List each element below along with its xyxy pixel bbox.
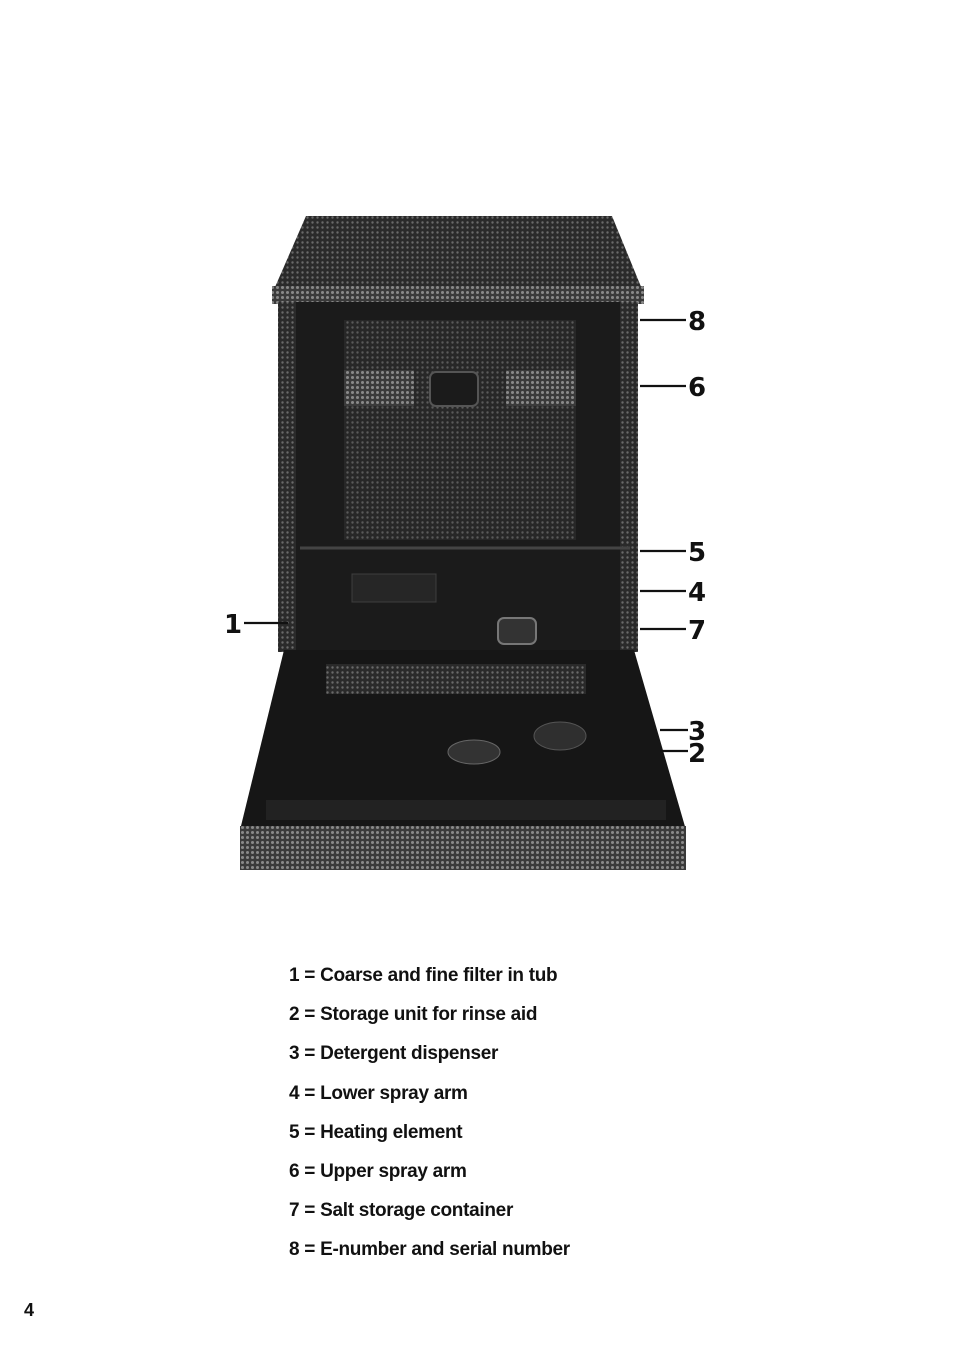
callout-4: 4 <box>688 578 706 608</box>
cabinet-left-wall <box>278 302 296 652</box>
dishwasher-worktop <box>272 216 644 294</box>
worktop-edge <box>272 286 644 304</box>
legend-number: 1 <box>289 965 300 986</box>
legend-number: 5 <box>289 1121 300 1143</box>
rinse-aid-cap <box>447 739 501 765</box>
legend-item: 2=Storage unit for rinse aid <box>289 1001 570 1040</box>
callout-1: 1 <box>224 610 242 640</box>
callout-3: 3 <box>688 717 706 747</box>
legend-separator: = <box>304 1200 316 1222</box>
lower-spray-arm <box>351 573 437 603</box>
legend-separator: = <box>304 1043 316 1065</box>
door-inner-strip <box>326 664 586 694</box>
legend-item: 3=Detergent dispenser <box>289 1040 570 1079</box>
page-number: 4 <box>24 1300 35 1320</box>
legend-item: 8=E-number and serial number <box>289 1236 570 1275</box>
legend-number: 4 <box>289 1082 300 1104</box>
legend-separator: = <box>304 1004 316 1026</box>
legend-item: 1=Coarse and fine filter in tub <box>289 962 570 1001</box>
salt-container-cap <box>497 617 537 645</box>
callout-6: 6 <box>688 373 706 403</box>
legend-label: Salt storage container <box>320 1200 514 1222</box>
legend-item: 6=Upper spray arm <box>289 1158 570 1197</box>
legend-separator: = <box>304 1082 316 1104</box>
legend-number: 3 <box>289 1043 300 1065</box>
callout-2: 2 <box>688 739 706 769</box>
detergent-dispenser <box>533 721 587 751</box>
legend-separator: = <box>304 1160 316 1182</box>
door-lower-panel <box>266 800 666 820</box>
parts-legend: 1=Coarse and fine filter in tub 2=Storag… <box>289 962 570 1276</box>
cabinet-right-wall <box>620 302 638 652</box>
dishwasher-illustration: 1 8 6 5 4 7 3 2 <box>224 216 706 870</box>
legend-label: Upper spray arm <box>320 1160 467 1182</box>
callout-leader-lines <box>244 318 688 753</box>
dishwasher-door <box>240 650 686 830</box>
legend-number: 8 <box>289 1239 300 1261</box>
legend-number: 7 <box>289 1200 300 1222</box>
legend-number: 6 <box>289 1160 300 1182</box>
callout-8: 8 <box>688 307 706 337</box>
upper-rack-slot-right <box>506 370 576 406</box>
upper-rack-slot <box>344 370 414 406</box>
door-bottom-edge <box>240 826 686 870</box>
legend-number: 2 <box>289 1004 300 1026</box>
legend-label: Lower spray arm <box>320 1082 468 1104</box>
legend-item: 7=Salt storage container <box>289 1197 570 1236</box>
legend-label: Storage unit for rinse aid <box>320 1004 538 1026</box>
legend-item: 4=Lower spray arm <box>289 1080 570 1119</box>
legend-label: E-number and serial number <box>320 1239 570 1261</box>
tub-back-panel <box>344 320 576 540</box>
callout-7: 7 <box>688 616 706 646</box>
legend-separator: = <box>304 1239 316 1261</box>
legend-label: Heating element <box>320 1121 463 1143</box>
legend-separator: = <box>304 1121 316 1143</box>
legend-label: Coarse and fine filter in tub <box>320 965 558 986</box>
legend-item: 5=Heating element <box>289 1119 570 1158</box>
callout-5: 5 <box>688 538 706 568</box>
legend-label: Detergent dispenser <box>320 1043 499 1065</box>
legend-separator: = <box>304 965 316 986</box>
upper-spray-arm <box>429 371 479 407</box>
